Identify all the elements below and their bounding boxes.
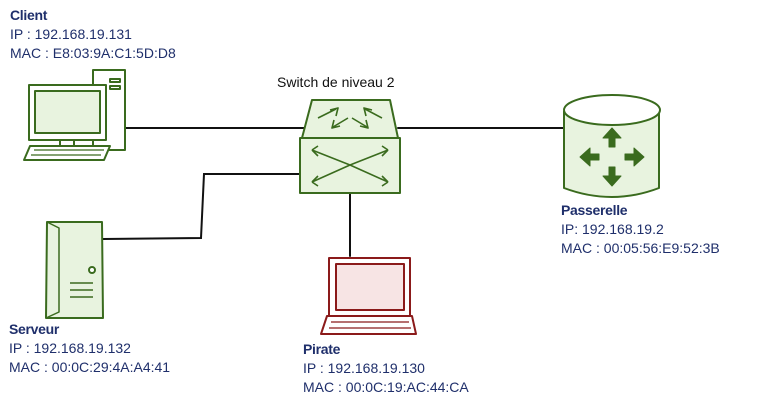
switch-icon bbox=[299, 99, 401, 194]
serveur-ip: IP : 192.168.19.132 bbox=[9, 340, 131, 356]
links bbox=[102, 127, 566, 257]
client-mac: MAC : E8:03:9A:C1:5D:D8 bbox=[10, 45, 176, 61]
serveur-mac: MAC : 00:0C:29:4A:A4:41 bbox=[9, 359, 171, 375]
pirate-mac: MAC : 00:0C:19:AC:44:CA bbox=[303, 379, 469, 395]
client-name: Client bbox=[10, 7, 48, 23]
laptop-icon bbox=[320, 257, 417, 335]
pirate-ip: IP : 192.168.19.130 bbox=[303, 360, 425, 376]
client-ip: IP : 192.168.19.131 bbox=[10, 26, 132, 42]
pirate-label: Pirate IP : 192.168.19.130 MAC : 00:0C:1… bbox=[303, 340, 469, 397]
pirate-name: Pirate bbox=[303, 341, 341, 357]
serveur-name: Serveur bbox=[9, 321, 60, 337]
passerelle-ip: IP: 192.168.19.2 bbox=[561, 221, 664, 237]
link-switch-serveur bbox=[102, 173, 301, 240]
passerelle-label: Passerelle IP: 192.168.19.2 MAC : 00:05:… bbox=[561, 201, 720, 258]
passerelle-name: Passerelle bbox=[561, 202, 628, 218]
passerelle-mac: MAC : 00:05:56:E9:52:3B bbox=[561, 240, 720, 256]
switch-label: Switch de niveau 2 bbox=[277, 74, 395, 90]
router-icon bbox=[563, 94, 661, 198]
server-tower-icon bbox=[45, 221, 104, 319]
client-label: Client IP : 192.168.19.131 MAC : E8:03:9… bbox=[10, 6, 176, 63]
serveur-label: Serveur IP : 192.168.19.132 MAC : 00:0C:… bbox=[9, 320, 170, 377]
desktop-computer-icon bbox=[23, 69, 126, 161]
